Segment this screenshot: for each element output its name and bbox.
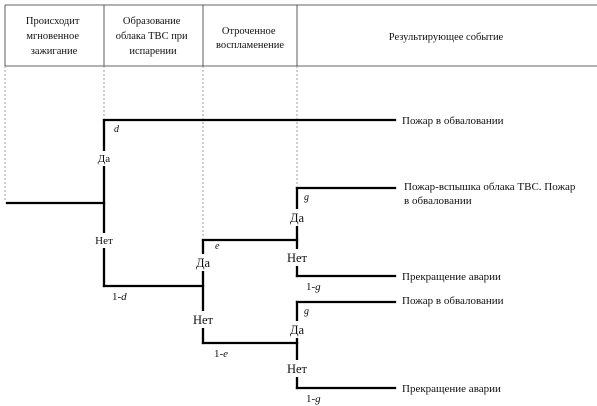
- header-col-4: Результирующее событие: [389, 32, 504, 43]
- outcome-2: Пожар-вспышка облака ТВС. Пожар в обвало…: [404, 181, 578, 207]
- prob-d: d: [114, 124, 120, 135]
- prob-e: e: [215, 241, 220, 252]
- outcome-5: Прекращение аварии: [402, 383, 501, 395]
- header-col-3: Отроченное воспламенение: [216, 26, 284, 51]
- node-labels: Да Нет Да Нет Да Нет Да Нет: [91, 151, 313, 377]
- node-yes-1: Да: [98, 153, 111, 165]
- outcome-4: Пожар в обваловании: [402, 295, 504, 307]
- header-col-2: Образование облака ТВС при испарении: [116, 16, 191, 57]
- prob-1-d: 1-d: [112, 291, 127, 303]
- prob-1-e: 1-e: [214, 348, 228, 360]
- outcome-1: Пожар в обваловании: [402, 115, 504, 127]
- prob-g-lower: g: [304, 306, 309, 317]
- node-yes-2: Да: [196, 256, 211, 270]
- outcome-3: Прекращение аварии: [402, 271, 501, 283]
- node-yes-3b: Да: [290, 323, 305, 337]
- prob-1-g-lower: 1-g: [306, 393, 321, 405]
- node-no-3a: Нет: [287, 251, 308, 265]
- node-no-2: Нет: [193, 313, 214, 327]
- header-col-1: Происходит мгновенное зажигание: [26, 16, 82, 57]
- header-table: [4, 4, 597, 67]
- node-no-1: Нет: [95, 235, 113, 247]
- prob-g-upper: g: [304, 192, 309, 203]
- node-yes-3a: Да: [290, 211, 305, 225]
- probability-labels: d 1-d e 1-e g 1-g g 1-g: [112, 124, 321, 405]
- node-no-3b: Нет: [287, 362, 308, 376]
- column-guides: [4, 66, 298, 238]
- outcomes: Пожар в обваловании Пожар-вспышка облака…: [402, 115, 578, 395]
- prob-1-g-upper: 1-g: [306, 281, 321, 293]
